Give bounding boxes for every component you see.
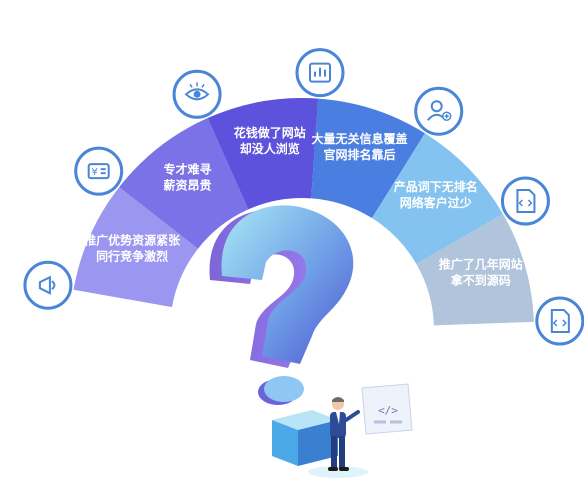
segment-label-line: 网络客户过少 — [400, 195, 472, 210]
eye-icon — [172, 69, 222, 119]
segment-label-traffic: 花钱做了网站却没人浏览 — [234, 125, 306, 156]
segment-talent — [119, 118, 249, 249]
cube-graphic — [272, 410, 338, 466]
businessman-figure — [308, 397, 368, 478]
segment-keywords — [371, 133, 503, 264]
segment-label-line: 推广了几年网站 — [439, 257, 523, 272]
icon-ring: ¥ — [23, 48, 584, 346]
segment-label-talent: 专才难寻薪资昂贵 — [163, 161, 211, 192]
code-file-icon — [500, 176, 550, 226]
segment-seo — [311, 98, 425, 219]
segment-label-line: 薪资昂贵 — [163, 177, 211, 192]
money-icon: ¥ — [74, 146, 124, 196]
code-board: </> — [361, 383, 413, 435]
segment-label-line: 官网排名靠后 — [323, 147, 395, 162]
segment-label-line: 大量无关信息覆盖 — [311, 131, 407, 146]
board-code-glyph: </> — [378, 404, 398, 417]
code-file-icon — [535, 296, 584, 346]
segment-label-line: 却没人浏览 — [240, 141, 300, 156]
segment-competition — [73, 187, 198, 308]
question-mark-graphic — [209, 205, 354, 405]
user-add-icon — [414, 86, 464, 136]
megaphone-icon — [23, 260, 73, 310]
svg-text:¥: ¥ — [92, 167, 98, 178]
segment-ring: 推广优势资源紧张同行竞争激烈专才难寻薪资昂贵花钱做了网站却没人浏览大量无关信息覆… — [73, 98, 534, 326]
segment-label-line: 拿不到源码 — [450, 273, 511, 288]
segment-label-seo: 大量无关信息覆盖官网排名靠后 — [311, 131, 407, 162]
segment-label-line: 同行竞争激烈 — [96, 248, 168, 263]
segment-label-source-code: 推广了几年网站拿不到源码 — [439, 257, 523, 288]
segment-label-keywords: 产品词下无排名网络客户过少 — [394, 179, 478, 210]
segment-label-line: 产品词下无排名 — [394, 179, 478, 194]
segment-source-code — [416, 214, 534, 326]
segment-label-competition: 推广优势资源紧张同行竞争激烈 — [84, 232, 181, 263]
segment-traffic — [207, 98, 319, 210]
chart-icon — [295, 48, 345, 98]
segment-label-line: 推广优势资源紧张 — [84, 232, 181, 247]
segment-label-line: 专才难寻 — [163, 161, 211, 176]
segment-label-line: 花钱做了网站 — [234, 125, 306, 140]
